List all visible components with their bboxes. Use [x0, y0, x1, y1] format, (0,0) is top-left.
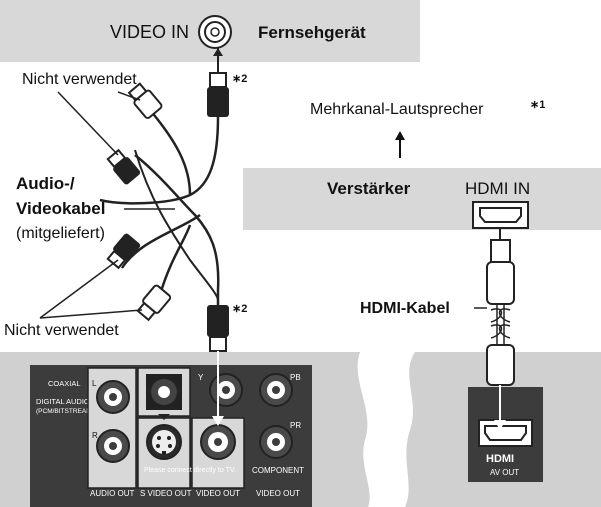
amplifier-hdmi-port-icon	[472, 201, 529, 229]
hdmi-av-out-label: AV OUT	[490, 468, 519, 477]
panel-digital-audio-out: DIGITAL AUDIO OUT	[36, 397, 108, 406]
av-cable-line2: Videokabel	[16, 199, 105, 218]
component-y-jack[interactable]	[209, 373, 243, 407]
upper-jack	[146, 374, 182, 410]
footnote-bottom: ∗2	[232, 303, 247, 315]
panel-l-label: L	[92, 379, 97, 388]
unused-bottom-leader-a	[39, 259, 119, 319]
av-cable-top-plug	[207, 48, 229, 117]
tv-name: Fernsehgerät	[258, 23, 366, 42]
s-video-marker	[158, 414, 170, 420]
av-cable-line1: Audio-/	[16, 174, 75, 193]
panel-coaxial: COAXIAL	[48, 379, 81, 388]
hdmi-logo: HDMI	[486, 453, 514, 465]
hdmi-cable-label: HDMI-Kabel	[360, 300, 450, 317]
av-cable-line3: (mitgeliefert)	[16, 225, 105, 242]
av-cable-bottom-plug	[207, 290, 229, 426]
unused-label-top: Nicht verwendet	[22, 71, 137, 88]
component-pb-jack[interactable]	[259, 373, 293, 407]
unused-black-plug-upper	[106, 148, 141, 185]
audio-out-l-jack[interactable]	[96, 380, 130, 414]
panel-video-out: VIDEO OUT	[196, 489, 240, 498]
unused-black-plug-lower	[106, 233, 141, 270]
unused-top-leader-a	[57, 91, 119, 156]
panel-digital-sub: (PCM/BITSTREAM)	[36, 408, 94, 415]
tv-video-in-jack-icon	[198, 15, 232, 49]
tv-video-in-label: VIDEO IN	[110, 22, 189, 42]
panel-r-label: R	[92, 431, 98, 440]
av-cable-main-lower	[134, 154, 220, 291]
speakers-label: Mehrkanal-Lautsprecher	[310, 101, 484, 118]
panel-component-video-out: VIDEO OUT	[256, 489, 300, 498]
av-cable-unused-upper	[149, 109, 192, 196]
audio-out-block	[87, 367, 137, 489]
hdmi-cable	[486, 229, 515, 430]
s-video-jack[interactable]	[146, 424, 182, 460]
speaker-arrow-icon	[395, 131, 405, 158]
panel-pb-label: PB	[290, 373, 301, 382]
unused-top-leader-b	[117, 91, 141, 101]
component-pr-jack[interactable]	[259, 425, 293, 459]
panel-component: COMPONENT	[252, 466, 304, 475]
video-out-jack[interactable]	[200, 424, 236, 460]
footnote-top: ∗2	[232, 73, 247, 85]
panel-s-video-out: S VIDEO OUT	[140, 489, 192, 498]
amplifier-hdmi-in-label: HDMI IN	[465, 179, 530, 198]
panel-audio-out: AUDIO OUT	[90, 489, 135, 498]
unused-bottom-leader-b	[39, 309, 143, 319]
speakers-footnote: ∗1	[530, 99, 545, 111]
unused-white-plug-lower	[136, 284, 172, 322]
av-cable-unused-lower	[158, 224, 192, 296]
panel-please-connect: Please connect directly to TV.	[144, 467, 236, 474]
audio-out-r-jack[interactable]	[96, 429, 130, 463]
amplifier-name: Verstärker	[327, 179, 411, 198]
panel-y-label: Y	[198, 373, 204, 382]
av-cable-twist	[134, 149, 219, 301]
unused-label-bottom: Nicht verwendet	[4, 322, 119, 339]
amplifier-box	[243, 168, 601, 230]
panel-pr-label: PR	[290, 421, 301, 430]
hdmi-out-port-icon[interactable]	[478, 419, 533, 447]
